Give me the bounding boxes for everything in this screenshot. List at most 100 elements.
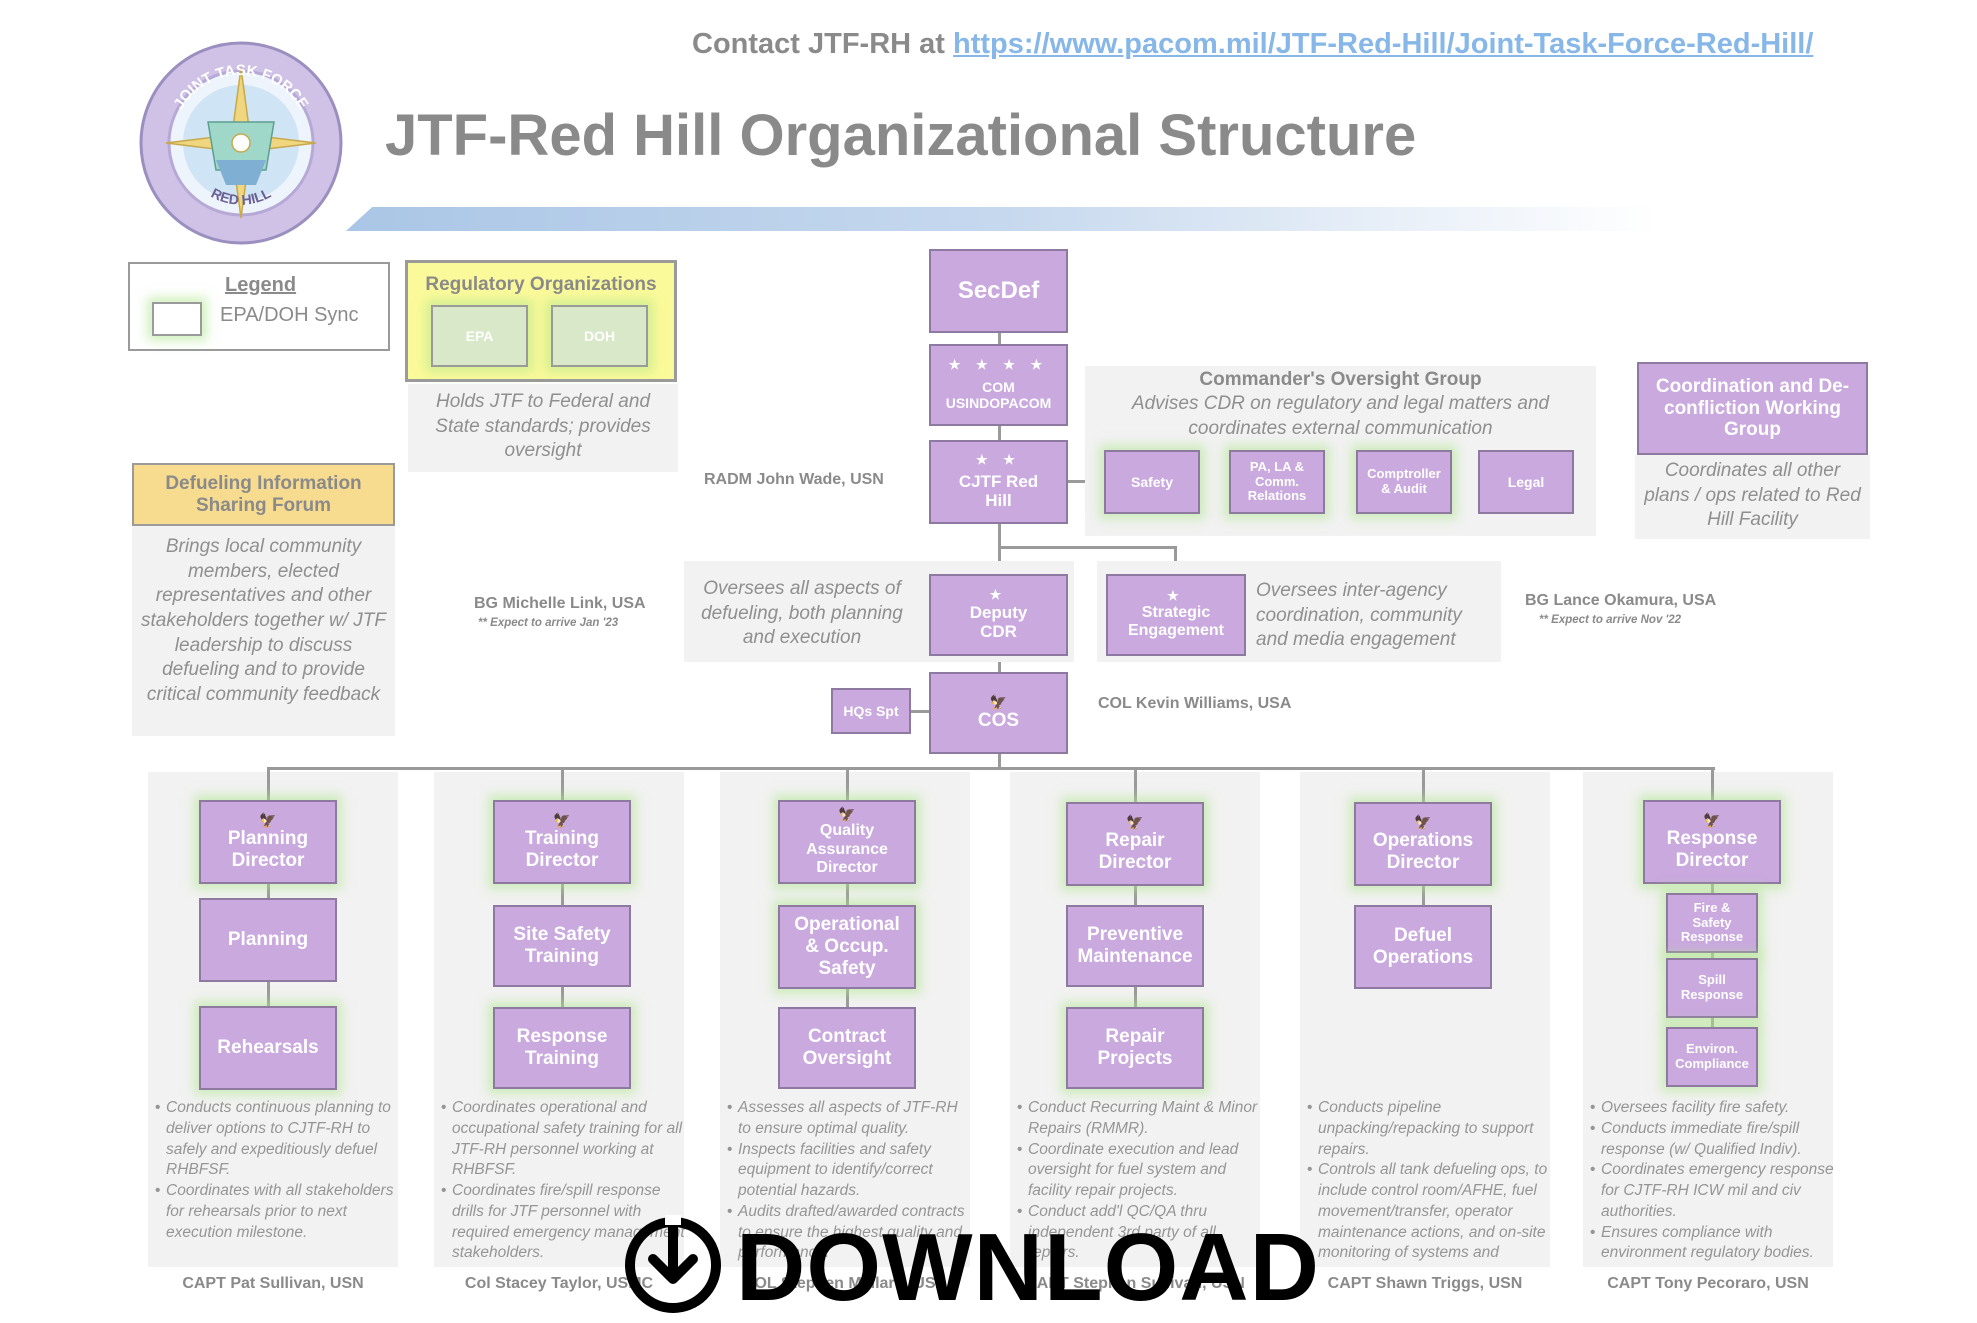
connector [267,767,270,1006]
connector [268,767,1715,770]
directorate-sub-box: Environ. Compliance [1666,1027,1758,1087]
directorate-sub-box: Operational & Occup. Safety [778,905,916,989]
directorate-sub-box: Contract Oversight [778,1007,916,1089]
connector [1174,546,1177,574]
directorate-bullet: Inspects facilities and safety equipment… [727,1140,972,1202]
secdef-box: SecDef [929,249,1068,333]
directorate-director-label: Operations Director [1372,830,1474,874]
directorate-bullet: Audits drafted/awarded contracts to ensu… [727,1202,972,1264]
coordination-note: Coordinates all other plans / ops relate… [1644,460,1861,531]
directorate-person: COL Stephen Mallard, USA [742,1275,948,1292]
regulatory-note-panel [408,384,678,472]
directorate-person: Col Stacey Taylor, USMC [464,1275,654,1292]
directorate-bullet: Controls all tank defueling ops, to incl… [1307,1160,1552,1266]
jtf-red-hill-seal: JOINT TASK FORCE RED HILL [138,40,344,246]
directorate-director-box: 🦅Quality Assurance Director [778,800,916,884]
directorate-person: CAPT Stephan Sullivan, USN [1025,1275,1245,1292]
oversight-pa-box: PA, LA & Comm. Relations [1229,450,1325,514]
coordination-wg-box: Coordination and De-confliction Working … [1637,362,1868,455]
directorate-bullet: Conduct add'l QC/QA thru independent 3rd… [1017,1202,1262,1264]
directorate-sub-box: Repair Projects [1066,1007,1204,1089]
svg-text:RED HILL: RED HILL [209,184,274,207]
eagle-insignia-icon: 🦅 [1126,814,1144,831]
directorate-director-box: 🦅Planning Director [199,800,337,884]
strategic-person: BG Lance Okamura, USA [1525,592,1717,609]
legend-swatch [152,302,202,336]
directorate-bullet: Coordinates operational and occupational… [441,1098,686,1181]
one-star-icon: ★ [1167,588,1185,604]
directorate-sub-box: Fire & Safety Response [1666,893,1758,953]
directorate-sub-box: Defuel Operations [1354,905,1492,989]
directorate-bullet: Assesses all aspects of JTF-RH to ensure… [727,1098,972,1140]
oversight-safety-box: Safety [1104,450,1200,514]
directorate-sub-box: Response Training [493,1007,631,1089]
one-star-icon: ★ [989,586,1008,602]
deputy-cdr-label: Deputy CDR [969,602,1028,642]
directorate-director-label: Quality Assurance Director [806,822,888,877]
directorate-bullet: Coordinates with all stakeholders for re… [155,1181,400,1243]
directorate-director-label: Response Director [1666,828,1758,872]
directorate-bullets: Conduct Recurring Maint & Minor Repairs … [1016,1098,1262,1266]
contact-line: Contact JTF-RH at https://www.pacom.mil/… [692,28,1813,61]
directorate-sub-box: Planning [199,898,337,982]
directorate-bullets: Coordinates operational and occupational… [440,1098,686,1266]
eagle-insignia-icon: 🦅 [1414,814,1432,831]
deputy-note: Oversees all aspects of defueling, both … [701,578,903,649]
directorate-bullets: Assesses all aspects of JTF-RH to ensure… [726,1098,972,1266]
directorate-director-box: 🦅Training Director [493,800,631,884]
directorate-bullet: Coordinates emergency response for CJTF-… [1590,1160,1835,1222]
strategic-note: Oversees inter-agency coordination, comm… [1256,580,1462,651]
directorate-sub-box: Site Safety Training [493,905,631,987]
directorate-director-box: 🦅Repair Director [1066,802,1204,886]
directorate-director-label: Planning Director [227,828,309,872]
strategic-person-note: ** Expect to arrive Nov '22 [1539,614,1682,626]
directorate-bullet: Conduct Recurring Maint & Minor Repairs … [1017,1098,1262,1140]
directorate-sub-box: Spill Response [1666,958,1758,1018]
strategic-engagement-label: Strategic Engagement [1127,604,1224,640]
oversight-group-title: Commander's Oversight Group [1199,369,1482,390]
directorate-director-label: Repair Director [1098,830,1172,874]
epa-box: EPA [431,305,528,367]
legend-item-label: EPA/DOH Sync [220,304,359,326]
directorate-bullet: Ensures compliance with environment regu… [1590,1223,1835,1265]
directorate-bullets: Oversees facility fire safety.Conducts i… [1589,1098,1835,1266]
title-underline [346,207,1656,231]
com-usindopacom-label: COM USINDOPACOM [945,379,1052,412]
download-label: DOWNLOAD [736,1214,1320,1321]
connector [998,333,1001,768]
connector [846,767,849,1007]
eagle-insignia-icon: 🦅 [838,806,856,823]
cjtf-red-hill-box: ★ ★ CJTF Red Hill [929,440,1068,524]
hqs-spt-box: HQs Spt [831,688,911,734]
deputy-person-note: ** Expect to arrive Jan '23 [478,617,619,629]
directorate-person: CAPT Tony Pecoraro, USN [1607,1275,1809,1292]
connector [1134,767,1137,1007]
eagle-insignia-icon: 🦅 [259,812,277,829]
four-star-icon: ★ ★ ★ ★ [948,357,1049,373]
eagle-insignia-icon: 🦅 [989,694,1008,711]
seal-bottom-text: RED HILL [209,184,274,207]
regulatory-note: Holds JTF to Federal and State standards… [435,391,651,462]
defueling-forum-note-panel [132,526,395,736]
directorate-bullet: Oversees facility fire safety. [1590,1098,1835,1119]
oversight-legal-box: Legal [1478,450,1574,514]
defueling-forum-note: Brings local community members, elected … [141,536,386,706]
cjtf-red-hill-label: CJTF Red Hill [958,471,1039,511]
page-title: JTF-Red Hill Organizational Structure [385,103,1417,168]
directorate-sub-box: Preventive Maintenance [1066,905,1204,987]
strategic-engagement-box: ★ Strategic Engagement [1106,574,1246,656]
directorate-bullets: Conducts pipeline unpacking/repacking to… [1306,1098,1552,1266]
directorate-sub-box: Rehearsals [199,1006,337,1090]
contact-link[interactable]: https://www.pacom.mil/JTF-Red-Hill/Joint… [953,28,1814,60]
directorate-bullet: Coordinate execution and lead oversight … [1017,1140,1262,1202]
two-star-icon: ★ ★ [976,451,1021,467]
legend: Legend EPA/DOH Sync [128,262,390,351]
directorate-director-label: Training Director [525,828,599,872]
directorate-director-box: 🦅Response Director [1643,800,1781,884]
directorate-bullet: Conducts immediate fire/spill response (… [1590,1119,1835,1161]
download-watermark[interactable]: DOWNLOAD [623,1214,1323,1321]
contact-prefix: Contact JTF-RH at [692,28,945,60]
directorate-director-box: 🦅Operations Director [1354,802,1492,886]
com-usindopacom-box: ★ ★ ★ ★ COM USINDOPACOM [929,344,1068,426]
eagle-insignia-icon: 🦅 [1703,812,1721,829]
